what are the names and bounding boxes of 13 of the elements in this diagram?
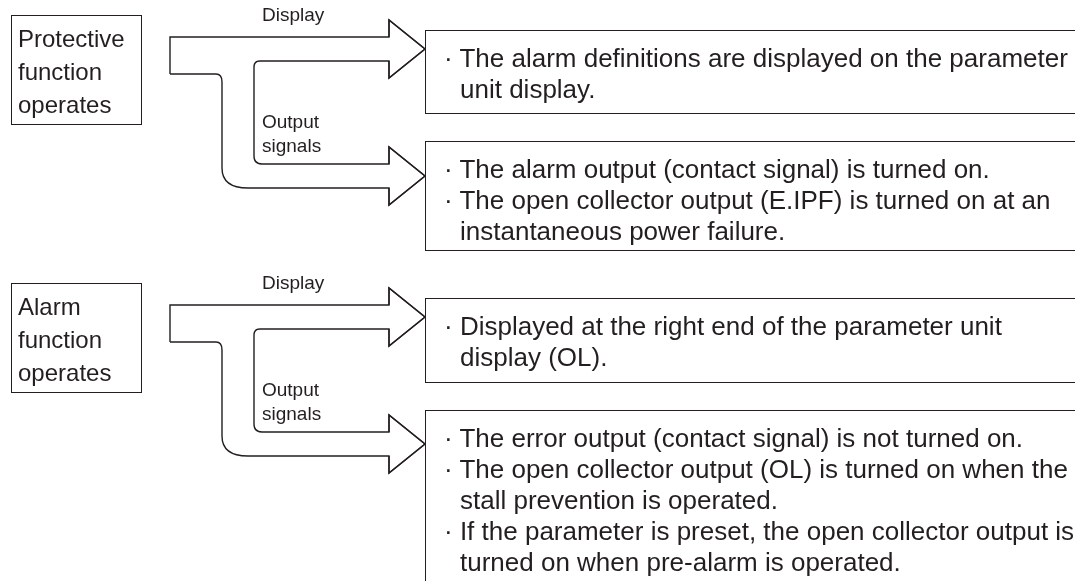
result-box xyxy=(425,410,1075,581)
bullet-text: · If the parameter is preset, the open collector output is turned on when pre-alarm is operated. xyxy=(444,516,1075,578)
result-box xyxy=(425,141,1075,251)
bullet-text: · The open collector output (OL) is turned on when the stall prevention is operated. xyxy=(444,454,1069,516)
bullet-text: · The alarm definitions are displayed on the parameter unit display. xyxy=(444,43,1069,105)
bullet-text: · The open collector output (E.IPF) is turned on at an instantaneous power failure. xyxy=(444,185,1052,247)
bullet-text: · The alarm output (contact signal) is turned on. xyxy=(444,154,991,185)
bullet-text: · The error output (contact signal) is not turned on. xyxy=(444,423,1025,454)
event-box: Alarm function operates xyxy=(11,283,142,393)
result-box xyxy=(425,30,1075,114)
event-box: Protective function operates xyxy=(11,15,142,125)
result-box xyxy=(425,298,1075,383)
bullet-text: · Displayed at the right end of the parameter unit display (OL). xyxy=(444,311,1003,373)
